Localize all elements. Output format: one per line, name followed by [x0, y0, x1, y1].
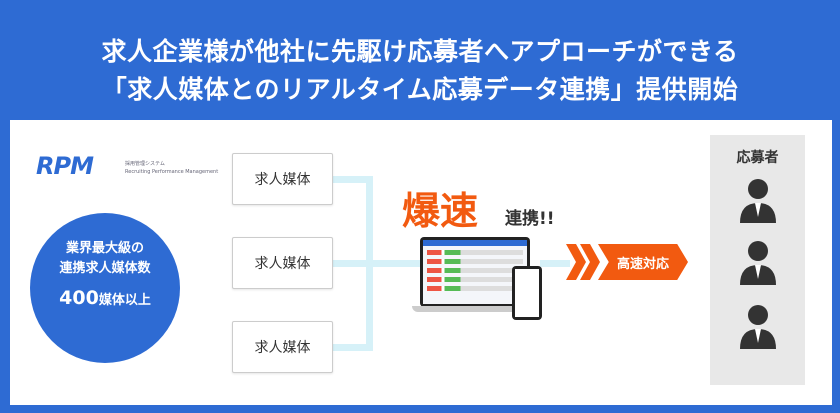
integration-label: 連携!! — [505, 209, 555, 229]
laptop-image — [420, 237, 530, 307]
headline-line1: 求人企業様が他社に先駆け応募者へアプローチができる — [101, 37, 739, 66]
connector — [333, 260, 433, 267]
rpm-logo: RPM — [36, 152, 94, 180]
media-count-badge: 業界最大級の 連携求人媒体数 400媒体以上 — [30, 213, 180, 363]
header-banner: 求人企業様が他社に先駆け応募者へアプローチができる 「求人媒体とのリアルタイム応… — [0, 0, 840, 118]
fast-response-arrow: 高速対応 — [598, 244, 688, 280]
fast-label: 爆速 — [402, 189, 479, 233]
connector — [333, 344, 373, 351]
person-icon — [740, 305, 776, 349]
job-media-box: 求人媒体 — [232, 321, 333, 373]
job-media-box: 求人媒体 — [232, 153, 333, 205]
connector — [540, 260, 570, 267]
job-media-box: 求人媒体 — [232, 237, 333, 289]
person-icon — [740, 179, 776, 223]
applicants-title: 応募者 — [736, 150, 779, 166]
phone-image — [512, 266, 542, 320]
connector — [366, 176, 373, 351]
connector — [333, 176, 373, 183]
laptop-base — [412, 306, 538, 312]
chevrons-icon — [566, 244, 600, 280]
person-icon — [740, 241, 776, 285]
headline-line2: 「求人媒体とのリアルタイム応募データ連携」提供開始 — [101, 75, 739, 104]
applicants-panel: 応募者 — [710, 135, 805, 385]
